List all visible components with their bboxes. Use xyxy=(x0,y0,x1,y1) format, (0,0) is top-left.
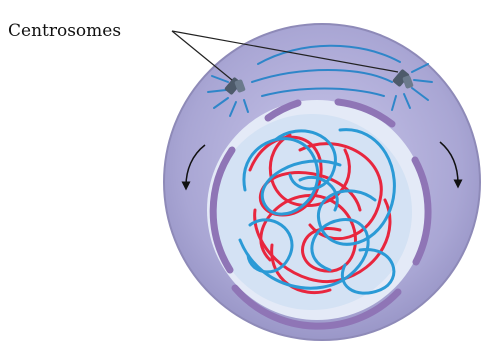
centrosomes-label: Centrosomes xyxy=(8,21,121,41)
